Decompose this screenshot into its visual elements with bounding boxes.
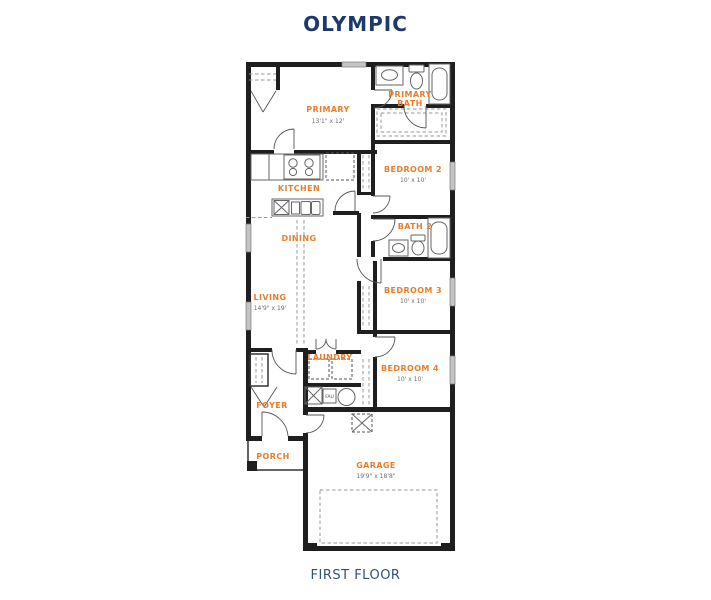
dryer-icon: [331, 358, 353, 380]
room-label-bedroom2: BEDROOM 2: [384, 165, 442, 174]
room-label-bath2: BATH 2: [398, 222, 433, 231]
room-label-primary-bath-1: PRIMARY: [388, 90, 431, 99]
pantry-shelving: [362, 155, 370, 189]
plan-title: OLYMPIC: [303, 12, 408, 36]
stove-icon: [283, 154, 321, 180]
room-dims-living: 14'9" x 19': [254, 305, 287, 312]
garage-door-outline: [319, 489, 438, 544]
kitchen-island: [271, 198, 324, 217]
water-heater-icon: [337, 388, 356, 406]
porch-post: [247, 461, 257, 471]
toilet-icon: [408, 64, 425, 90]
toilet-icon: [410, 234, 426, 256]
bathroom-sink-icon: [375, 65, 404, 86]
entry-closet-shelving: [249, 73, 276, 81]
bath2-fixtures: [388, 217, 451, 259]
room-dims-bedroom2: 10' x 10': [400, 177, 426, 184]
bathtub-icon: [427, 217, 451, 259]
porch-outline: [247, 441, 303, 471]
attic-access-icon: [351, 413, 373, 433]
bathroom-sink-icon: [388, 239, 409, 257]
room-label-living: LIVING: [254, 293, 287, 302]
room-label-bedroom3: BEDROOM 3: [384, 286, 442, 295]
primary-closet-shelving: [376, 108, 447, 137]
dishwasher-icon: [273, 200, 290, 215]
kitchen-sink-icon: [300, 201, 321, 215]
refrigerator-icon: [325, 152, 355, 181]
washer-icon: [308, 358, 330, 380]
door-swings: [250, 89, 427, 437]
room-dims-bedroom4: 10' x 10': [397, 376, 423, 383]
bathtub-icon: [428, 63, 451, 105]
room-label-foyer: FOYER: [256, 401, 287, 410]
bedroom3-closet-shelving: [362, 286, 370, 328]
fau-platform-icon: [304, 386, 337, 405]
windows: [245, 61, 456, 385]
fau-label: FAU: [325, 394, 334, 400]
bedroom4-closet-shelving: [362, 359, 370, 405]
room-label-bedroom4: BEDROOM 4: [381, 364, 439, 373]
room-dims-bedroom3: 10' x 10': [400, 298, 426, 305]
room-label-laundry: LAUNDRY: [307, 353, 352, 362]
foyer-closet: [249, 353, 269, 387]
floor-caption: FIRST FLOOR: [310, 568, 401, 583]
room-label-dining: DINING: [282, 234, 317, 243]
room-label-porch: PORCH: [256, 452, 289, 461]
primary-bath-fixtures: [375, 63, 451, 105]
room-label-garage: GARAGE: [356, 461, 396, 470]
room-label-primary-bath-2: BATH: [397, 99, 422, 108]
kitchen-counter: [250, 152, 355, 181]
room-label-kitchen: KITCHEN: [278, 184, 320, 193]
room-dims-garage: 19'9" x 18'8": [356, 473, 395, 480]
room-dims-primary: 13'1" x 12': [312, 118, 345, 125]
room-label-primary: PRIMARY: [306, 105, 349, 114]
